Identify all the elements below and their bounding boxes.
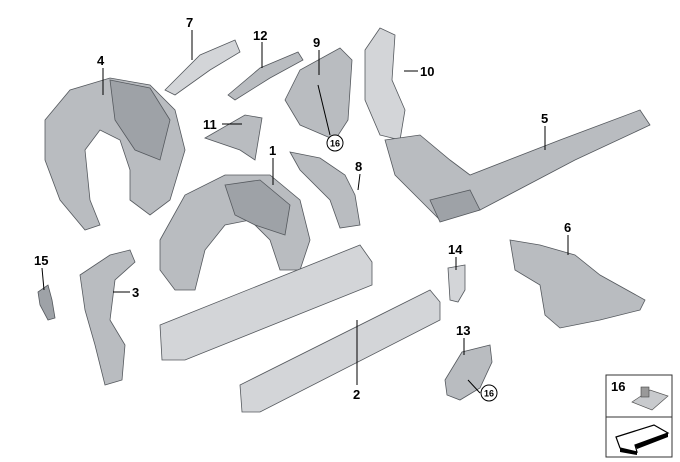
- label-part-8: 8: [355, 159, 362, 174]
- part-4-wheel-arch[interactable]: [44, 77, 186, 231]
- part-14-bracket[interactable]: [447, 264, 466, 303]
- label-part-9: 9: [313, 35, 320, 50]
- legend-box: 16: [605, 374, 673, 458]
- part-6-support[interactable]: [509, 239, 646, 329]
- part-10-column[interactable]: [364, 27, 406, 141]
- label-part-16-upper: 16: [330, 139, 340, 149]
- label-part-12: 12: [253, 28, 267, 43]
- arrow-icon: [615, 424, 670, 455]
- label-part-15: 15: [34, 253, 48, 268]
- part-11-gusset[interactable]: [204, 114, 263, 161]
- legend-part-16-label: 16: [611, 379, 625, 394]
- callout-16-upper: 16: [326, 134, 344, 152]
- label-part-3: 3: [132, 285, 139, 300]
- nut-icon: [631, 386, 669, 411]
- part-5-front-member[interactable]: [384, 109, 651, 223]
- label-part-2: 2: [353, 387, 360, 402]
- part-9-panel[interactable]: [284, 47, 353, 141]
- part-13-bracket[interactable]: [444, 344, 493, 401]
- part-1-wheelhouse-assembly[interactable]: [159, 174, 373, 361]
- label-part-16-lower: 16: [484, 389, 494, 399]
- label-part-6: 6: [564, 220, 571, 235]
- part-8-bracket[interactable]: [289, 151, 361, 229]
- label-part-10: 10: [420, 64, 434, 79]
- label-part-1: 1: [269, 143, 276, 158]
- label-part-4: 4: [97, 53, 105, 68]
- part-12-reinforcement[interactable]: [227, 51, 304, 101]
- leader-lines: [41, 30, 569, 394]
- part-2-side-member[interactable]: [239, 289, 441, 413]
- part-3-pillar[interactable]: [79, 249, 136, 386]
- label-part-7: 7: [186, 15, 193, 30]
- label-part-5: 5: [541, 111, 548, 126]
- label-part-11: 11: [203, 117, 217, 132]
- label-part-13: 13: [456, 323, 470, 338]
- part-15-bracket[interactable]: [37, 284, 56, 321]
- part-7-bracket[interactable]: [164, 39, 241, 96]
- label-part-14: 14: [448, 242, 463, 257]
- callout-16-lower: 16: [480, 384, 498, 402]
